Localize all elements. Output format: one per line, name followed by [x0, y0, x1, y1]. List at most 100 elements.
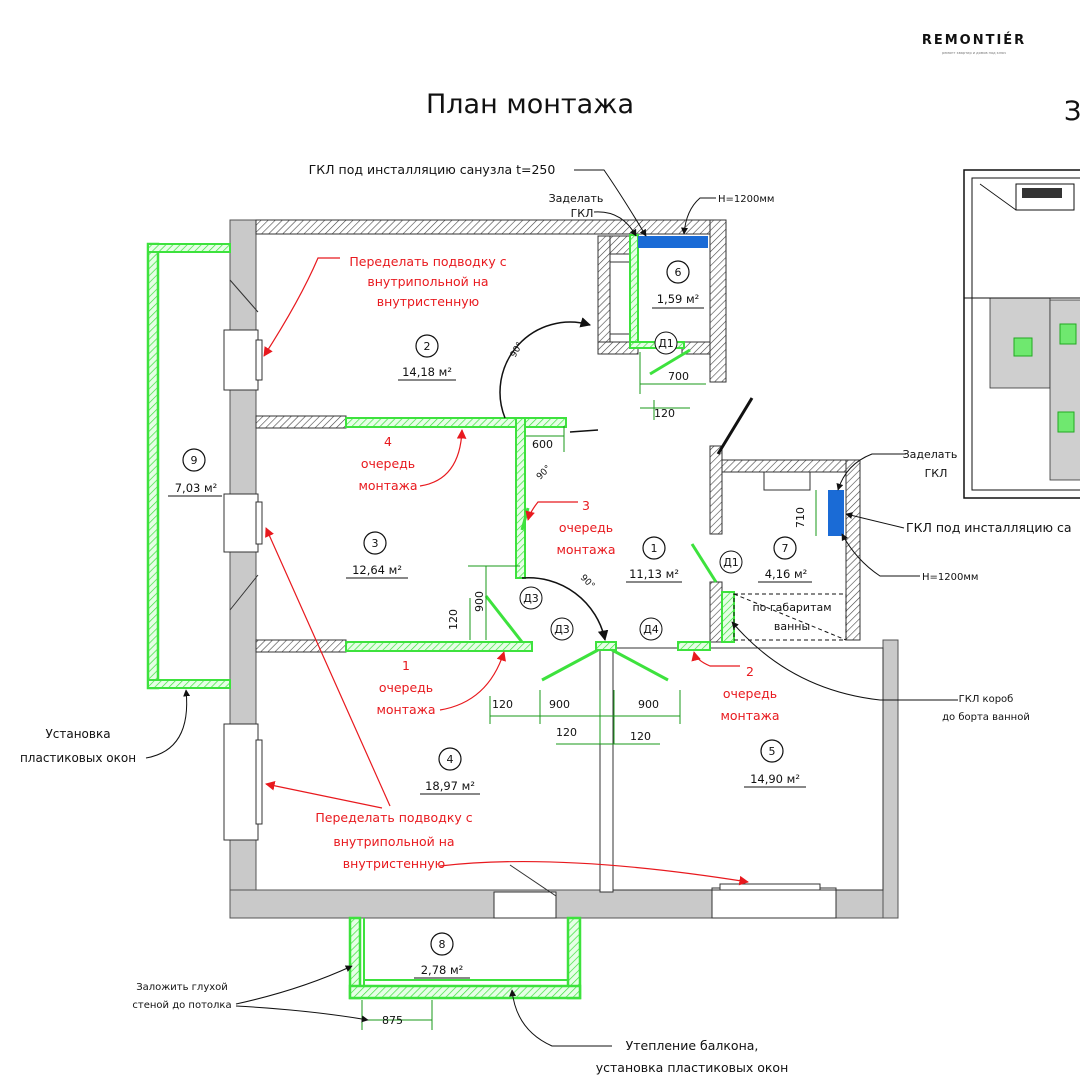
svg-text:ГКЛ короб: ГКЛ короб [959, 694, 1014, 705]
svg-text:14,18 м²: 14,18 м² [402, 365, 452, 379]
note-redo-wiring-bottom: Переделать подводку с внутрипольной на в… [265, 527, 749, 886]
svg-text:120: 120 [654, 407, 675, 420]
svg-text:внутрипольной на: внутрипольной на [333, 834, 454, 849]
room-2: 2 14,18 м² [398, 334, 456, 381]
svg-text:900: 900 [638, 698, 659, 711]
svg-text:очередь: очередь [723, 686, 777, 701]
note-close-gkl-right: Заделать ГКЛ [836, 448, 958, 491]
note-redo-wiring-top: Переделать подводку с внутрипольной на в… [263, 254, 507, 357]
svg-text:ГКЛ: ГКЛ [571, 207, 594, 220]
svg-text:внутрипольной на: внутрипольной на [367, 274, 488, 289]
svg-text:пластиковых окон: пластиковых окон [20, 751, 136, 765]
top-wall [255, 219, 727, 383]
balcony-8-walls [348, 916, 582, 1000]
svg-text:монтажа: монтажа [376, 702, 435, 717]
svg-text:внутристенную: внутристенную [377, 294, 479, 309]
svg-text:120: 120 [630, 730, 651, 743]
note-gkl-box: ГКЛ короб до борта ванной [731, 621, 1030, 723]
svg-text:очередь: очередь [379, 680, 433, 695]
note-blind-wall: Заложить глухой стеной до потолка [132, 965, 369, 1023]
note-close-gkl-top: Заделать ГКЛ [549, 192, 637, 237]
page-title: План монтажа [426, 89, 634, 120]
room-1: 1 11,13 м² [626, 536, 682, 583]
note-h1200-top: H=1200мм [681, 194, 774, 235]
svg-text:ГКЛ под инсталляцию са: ГКЛ под инсталляцию са [906, 520, 1072, 535]
right-title-fragment: З [1064, 96, 1080, 127]
svg-text:Заложить глухой: Заложить глухой [136, 982, 228, 993]
svg-text:4: 4 [447, 753, 454, 766]
gkl-installation-block-top [638, 236, 708, 248]
interior-walls [255, 235, 884, 893]
svg-text:7: 7 [782, 542, 789, 555]
note-plastic-windows: Установка пластиковых окон [20, 689, 191, 765]
room-6: 6 1,59 м² [652, 260, 704, 309]
svg-text:Установка: Установка [45, 727, 110, 741]
room-7: 7 4,16 м² [758, 536, 812, 583]
svg-text:до борта ванной: до борта ванной [942, 712, 1030, 723]
note-queue-3: 3 очередь монтажа [525, 498, 616, 557]
svg-text:6: 6 [675, 266, 682, 279]
svg-text:ванны: ванны [774, 620, 810, 633]
bath-outline [733, 593, 847, 641]
svg-text:710: 710 [794, 507, 807, 528]
svg-text:монтажа: монтажа [556, 542, 615, 557]
svg-text:2,78 м²: 2,78 м² [421, 963, 464, 977]
svg-text:11,13 м²: 11,13 м² [629, 567, 679, 581]
svg-text:4,16 м²: 4,16 м² [765, 567, 808, 581]
svg-text:Заделать: Заделать [903, 448, 958, 461]
svg-text:8: 8 [439, 938, 446, 951]
gkl-installation-block-right [828, 490, 844, 536]
svg-text:90°: 90° [509, 341, 526, 360]
svg-text:Утепление балкона,: Утепление балкона, [626, 1038, 759, 1053]
room-5: 5 14,90 м² [744, 739, 806, 788]
svg-text:ГКЛ: ГКЛ [925, 467, 948, 480]
svg-text:900: 900 [473, 591, 486, 612]
brand-tagline: ремонт квартир и домов под ключ [942, 51, 1006, 55]
svg-text:очередь: очередь [361, 456, 415, 471]
svg-text:Д3: Д3 [523, 592, 539, 605]
svg-text:2: 2 [424, 340, 431, 353]
svg-text:стеной до потолка: стеной до потолка [132, 1000, 231, 1011]
svg-text:установка пластиковых окон: установка пластиковых окон [596, 1060, 789, 1075]
door-labels: Д1 Д1 Д3 Д3 Д4 [519, 331, 743, 641]
brand-logo: REMONTIÉR [922, 32, 1026, 48]
svg-text:Переделать подводку с: Переделать подводку с [315, 810, 472, 825]
svg-text:Переделать подводку с: Переделать подводку с [349, 254, 506, 269]
svg-text:120: 120 [447, 609, 460, 630]
svg-text:18,97 м²: 18,97 м² [425, 779, 475, 793]
room-3: 3 12,64 м² [346, 531, 408, 579]
svg-text:4: 4 [384, 434, 392, 449]
svg-text:1: 1 [651, 542, 658, 555]
note-queue-4: 4 очередь монтажа [358, 429, 467, 493]
svg-text:по габаритам: по габаритам [752, 601, 831, 614]
svg-text:монтажа: монтажа [720, 708, 779, 723]
svg-text:Д1: Д1 [723, 556, 739, 569]
room-labels: 1 11,13 м² 2 14,18 м² 3 12,64 м² 4 18,97… [168, 260, 812, 979]
svg-text:ГКЛ под инсталляцию санузла t=: ГКЛ под инсталляцию санузла t=250 [309, 162, 556, 177]
svg-text:Заделать: Заделать [549, 192, 604, 205]
svg-text:Д1: Д1 [658, 337, 674, 350]
note-queue-1: 1 очередь монтажа [376, 651, 506, 717]
svg-text:Д3: Д3 [554, 623, 570, 636]
svg-text:3: 3 [582, 498, 590, 513]
note-gkl-install-right: ГКЛ под инсталляцию са [845, 512, 1072, 535]
dimension-values: 700 120 600 120 900 120 900 900 120 120 … [382, 370, 807, 1027]
svg-text:9: 9 [191, 454, 198, 467]
note-bath-outline: по габаритам ванны [752, 601, 831, 633]
svg-text:3: 3 [372, 537, 379, 550]
room-8: 8 2,78 м² [414, 932, 470, 979]
left-windows [223, 279, 263, 841]
balcony-9-walls [146, 242, 231, 690]
svg-text:2: 2 [746, 664, 754, 679]
bottom-windows [493, 864, 837, 919]
dimension-lines [361, 352, 817, 1030]
svg-text:90°: 90° [535, 464, 553, 482]
room-4: 4 18,97 м² [420, 747, 480, 795]
svg-text:12,64 м²: 12,64 м² [352, 563, 402, 577]
svg-text:очередь: очередь [559, 520, 613, 535]
svg-text:Д4: Д4 [643, 623, 659, 636]
svg-text:1,59 м²: 1,59 м² [657, 292, 700, 306]
svg-text:900: 900 [549, 698, 570, 711]
secondary-plan-fragment [963, 169, 1080, 499]
